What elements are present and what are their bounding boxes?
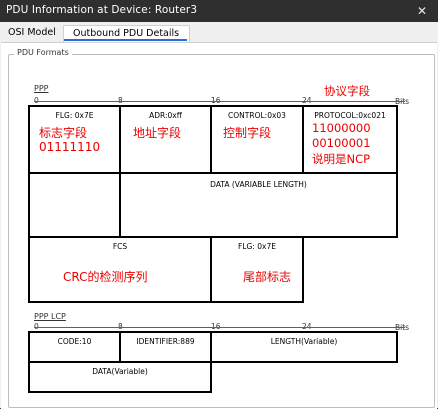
lcp-ruler-0: 0 (34, 322, 39, 331)
ppp-end-flag-label: FLG: 0x7E (238, 242, 276, 251)
ppp-protocol-label: PROTOCOL:0xc021 (314, 111, 386, 120)
ppp-address-label: ADR:0xff (149, 111, 182, 120)
lcp-code-label: CODE:10 (57, 337, 92, 346)
ppp-ruler-0: 0 (34, 96, 39, 105)
ppp-data-spacer (28, 172, 121, 238)
title-bar: PDU Information at Device: Router3 ✕ (0, 0, 438, 22)
lcp-data-field: DATA(Variable) (28, 361, 212, 393)
flag-field-annotation: 标志字段 (39, 126, 88, 140)
protocol-bits-1-annotation: 11000000 (312, 121, 371, 135)
ppp-data-label: DATA (VARIABLE LENGTH) (210, 180, 307, 189)
lcp-identifier-label: IDENTIFIER:889 (136, 337, 195, 346)
ppp-ruler-8: 8 (118, 96, 123, 105)
lcp-ruler-8: 8 (118, 322, 123, 331)
pdu-formats-scroll-area[interactable]: PPP 协议字段 0 8 16 24 Bits FLG: 0x7E ADR:0x… (10, 63, 425, 403)
tab-outbound-pdu-details-label: Outbound PDU Details (73, 28, 180, 39)
ppp-control-label: CONTROL:0x03 (228, 111, 286, 120)
ppp-protocol-field: PROTOCOL:0xc021 (302, 105, 398, 174)
protocol-meaning-annotation: 说明是NCP (312, 152, 371, 166)
protocol-field-annotation: 协议字段 (324, 84, 370, 98)
protocol-bits-2-annotation: 00100001 (312, 136, 371, 150)
pdu-formats-legend: PDU Formats (14, 48, 72, 57)
ppp-lcp-title: PPP LCP (34, 312, 66, 321)
ppp-ruler-16: 16 (211, 96, 221, 105)
ppp-flag-field: FLG: 0x7E (28, 105, 121, 174)
lcp-ruler-line (34, 327, 405, 328)
close-button[interactable]: ✕ (406, 0, 438, 22)
tab-bar: OSI Model Outbound PDU Details (0, 22, 438, 43)
lcp-code-field: CODE:10 (28, 331, 121, 363)
flag-bits-annotation: 01111110 (39, 140, 101, 154)
lcp-length-field: LENGTH(Variable) (210, 331, 398, 363)
address-field-annotation: 地址字段 (133, 126, 182, 140)
ppp-ruler-line (34, 101, 405, 102)
ppp-fcs-label: FCS (112, 242, 128, 251)
ppp-data-field: DATA (VARIABLE LENGTH) (119, 172, 398, 238)
window-title: PDU Information at Device: Router3 (6, 4, 198, 16)
ppp-ruler-24: 24 (302, 96, 312, 105)
lcp-length-label: LENGTH(Variable) (270, 337, 338, 346)
lcp-identifier-field: IDENTIFIER:889 (119, 331, 212, 363)
tail-flag-annotation: 尾部标志 (243, 270, 292, 284)
control-field-annotation: 控制字段 (223, 126, 272, 140)
close-icon[interactable]: ✕ (416, 4, 428, 18)
tab-osi-model[interactable]: OSI Model (4, 25, 62, 42)
crc-annotation: CRC的检测序列 (63, 270, 148, 284)
active-tab-indicator (64, 39, 187, 41)
lcp-ruler-16: 16 (211, 322, 221, 331)
ppp-title: PPP (34, 84, 49, 93)
ppp-flag-label: FLG: 0x7E (55, 111, 94, 120)
lcp-data-label: DATA(Variable) (92, 367, 148, 376)
tab-osi-model-label: OSI Model (8, 27, 56, 38)
lcp-ruler-24: 24 (302, 322, 312, 331)
tab-outbound-pdu-details[interactable]: Outbound PDU Details (63, 25, 190, 43)
ppp-end-flag-field: FLG: 0x7E (210, 236, 304, 303)
outbound-pdu-panel: PDU Formats PPP 协议字段 0 8 16 24 Bits FLG:… (1, 42, 437, 409)
